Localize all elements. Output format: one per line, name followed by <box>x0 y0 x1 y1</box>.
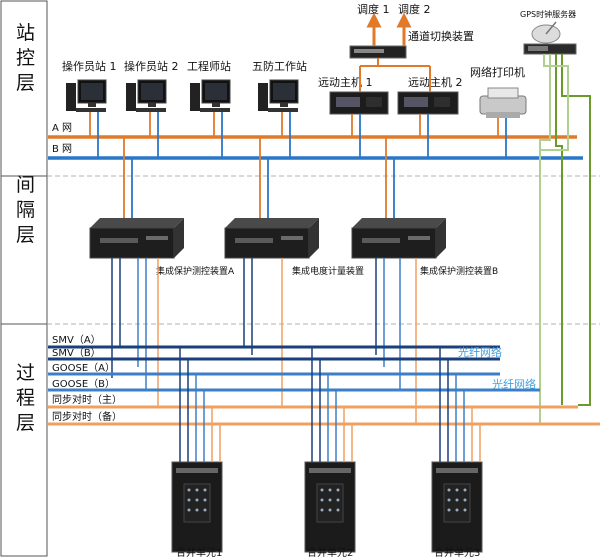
label-goose-b: GOOSE（B） <box>52 378 115 390</box>
label-mu2: 合并单元2 <box>307 546 353 558</box>
label-net-a: A 网 <box>52 122 72 134</box>
channel-switch <box>349 45 407 59</box>
layer-label-bay: 间隔层 <box>13 174 35 249</box>
bay-uplinks <box>123 137 395 218</box>
bay-device-meter <box>224 218 319 259</box>
label-goose-a: GOOSE（A） <box>52 362 115 374</box>
label-sync-main: 同步对时（主） <box>52 393 122 406</box>
label-fiber-1: 光纤网络 <box>458 345 502 359</box>
bay-downlinks <box>111 258 417 424</box>
label-dispatch2: 调度 2 <box>398 2 431 16</box>
station-drops <box>89 112 507 158</box>
bay-device-protA <box>89 218 184 259</box>
label-switch: 通道切换装置 <box>408 29 474 43</box>
merging-unit-3 <box>431 461 483 553</box>
workstation-eng <box>190 79 231 112</box>
label-protA: 集成保护测控装置A <box>156 265 235 277</box>
label-smv-a: SMV（A） <box>52 334 101 346</box>
merging-unit-2 <box>304 461 356 553</box>
mu-uplinks <box>179 347 481 462</box>
label-gps: GPS时钟服务器 <box>520 9 576 19</box>
workstation-wufang <box>258 79 299 112</box>
label-eng: 工程师站 <box>187 59 231 73</box>
gps-server-icon <box>523 21 577 55</box>
printer-icon <box>479 87 527 118</box>
label-meter: 集成电度计量装置 <box>292 265 364 277</box>
workstation-op2 <box>126 79 167 112</box>
remote-host-1 <box>329 91 389 115</box>
label-op2: 操作员站 2 <box>124 59 179 73</box>
layer-label-process: 过程层 <box>13 362 35 437</box>
label-remote1: 远动主机 1 <box>318 75 373 89</box>
label-op1: 操作员站 1 <box>62 59 117 73</box>
label-remote2: 远动主机 2 <box>408 75 463 89</box>
remote-host-2 <box>397 91 459 115</box>
label-wufang: 五防工作站 <box>252 59 307 73</box>
label-dispatch1: 调度 1 <box>357 2 390 16</box>
label-printer: 网络打印机 <box>470 65 525 79</box>
label-net-b: B 网 <box>52 143 72 155</box>
gps-links <box>539 54 591 424</box>
merging-unit-1 <box>171 461 223 553</box>
label-mu3: 合并单元3 <box>434 546 480 558</box>
label-mu1: 合并单元1 <box>176 546 222 558</box>
label-fiber-2: 光纤网络 <box>492 377 536 391</box>
switch-links <box>359 58 431 92</box>
layer-label-station: 站控层 <box>13 22 35 97</box>
workstation-op1 <box>66 79 107 112</box>
label-smv-b: SMV（B） <box>52 347 101 359</box>
bay-device-protB <box>351 218 446 259</box>
label-protB: 集成保护测控装置B <box>420 265 498 277</box>
label-sync-backup: 同步对时（备） <box>52 410 122 423</box>
